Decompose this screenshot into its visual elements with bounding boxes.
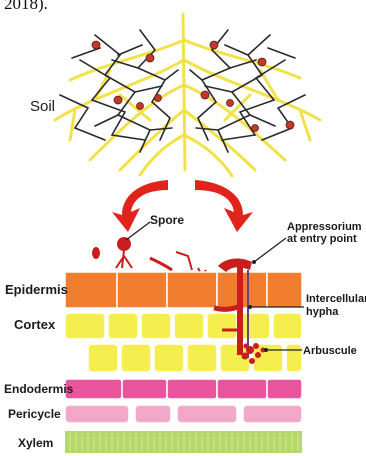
- spore-dot: [201, 91, 209, 99]
- label-epidermis: Epidermis: [5, 282, 68, 297]
- spore-dot: [114, 96, 122, 104]
- spore-dot: [137, 103, 144, 110]
- xylem-layer: [65, 431, 302, 453]
- surface-fungus: [92, 237, 206, 276]
- spore-dot: [92, 41, 100, 49]
- right-curved-arrow-icon: [195, 180, 253, 232]
- spore-dot: [258, 58, 266, 66]
- spore-dot: [155, 95, 162, 102]
- spore-dot: [210, 41, 218, 49]
- label-line: at entry point: [287, 233, 357, 245]
- label-arbuscule: Arbuscule: [303, 345, 357, 357]
- pericycle-layer: [65, 405, 302, 423]
- label-xylem: Xylem: [18, 436, 53, 450]
- small-spore: [92, 247, 100, 259]
- root-system: [55, 14, 320, 176]
- label-soil: Soil: [30, 98, 55, 115]
- endodermis-layer: [65, 379, 302, 399]
- cortex-row-2: [88, 344, 302, 372]
- label-endodermis: Endodermis: [4, 382, 74, 396]
- cortex-row-1: [65, 313, 302, 339]
- label-cortex: Cortex: [14, 317, 56, 332]
- label-line: Appressorium: [287, 221, 362, 233]
- label-spore: Spore: [150, 213, 184, 227]
- spore-dot: [227, 100, 234, 107]
- label-line: hypha: [306, 306, 339, 318]
- label-line: Intercellular: [306, 293, 366, 305]
- epidermis-layer: [65, 272, 302, 308]
- spore-body: [117, 237, 131, 251]
- spore-dot: [286, 121, 294, 129]
- spore-dot: [252, 125, 259, 132]
- label-pericycle: Pericycle: [8, 407, 61, 421]
- spore-dot: [146, 54, 154, 62]
